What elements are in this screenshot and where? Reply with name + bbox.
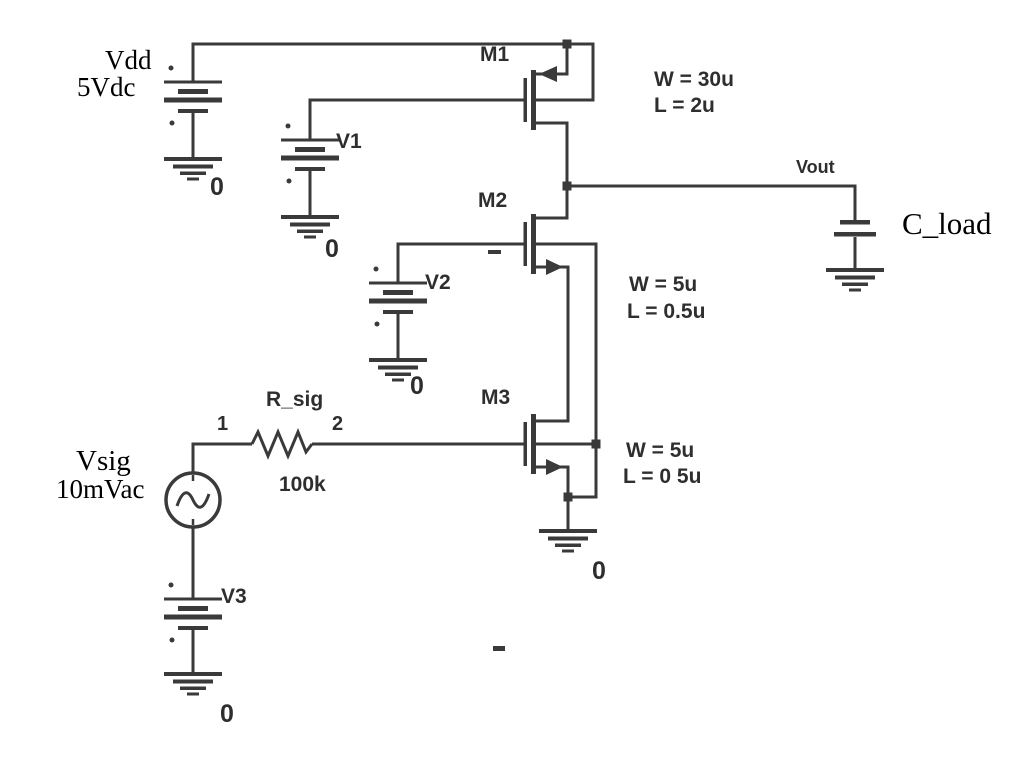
m3-nmos-arrow-icon xyxy=(546,459,563,475)
vdd-value-label: 5Vdc xyxy=(77,72,136,102)
v1-label: V1 xyxy=(336,130,362,153)
vdd-label: Vdd xyxy=(105,45,152,75)
wire-vdd-rail xyxy=(191,42,595,102)
cload-ground-icon xyxy=(826,268,884,292)
m3-label: M3 xyxy=(481,386,511,409)
v2-label: V2 xyxy=(425,271,451,294)
wire-v1-to-m1-gate xyxy=(308,98,524,140)
stray-dash-mark xyxy=(488,250,501,254)
cload-label: C_load xyxy=(902,206,992,241)
wire-m3-source xyxy=(536,465,570,529)
v3-label: V3 xyxy=(221,585,247,608)
m3-ground-icon xyxy=(539,529,597,553)
v2-ground-zero: 0 xyxy=(410,372,424,400)
junction-dot-m3-source xyxy=(563,492,573,502)
wire-vout xyxy=(567,184,857,222)
rsig-value-label: 100k xyxy=(279,473,326,496)
m2-width-label: W = 5u xyxy=(629,273,698,296)
sine-wave-icon xyxy=(175,491,211,509)
m3-width-label: W = 5u xyxy=(626,439,695,462)
wire-v2-to-m2-gate xyxy=(396,242,524,283)
wire-m1-drain-m2-drain xyxy=(536,121,569,220)
node-1-label: 1 xyxy=(217,413,229,435)
m3-channel-bar xyxy=(531,414,536,474)
m1-width-label: W = 30u xyxy=(654,68,734,91)
ac-source-icon xyxy=(164,471,222,529)
m2-gate-bar xyxy=(523,222,527,266)
m1-pmos-arrow-icon xyxy=(539,66,557,82)
pmos-m1-symbol xyxy=(523,66,557,130)
v3-ground-zero: 0 xyxy=(220,700,234,728)
m3-length-label: L = 0 5u xyxy=(623,465,702,488)
v1-ground-zero: 0 xyxy=(325,235,339,263)
wire-vsig-to-rsig xyxy=(191,442,252,473)
vsig-label: Vsig xyxy=(76,445,131,477)
stray-dash-mark xyxy=(493,646,505,651)
m2-length-label: L = 0.5u xyxy=(627,300,706,323)
v3-ground-icon xyxy=(164,672,222,696)
m2-nmos-arrow-icon xyxy=(546,259,563,275)
junction-dot-m3-bulk xyxy=(591,439,601,449)
m2-channel-bar xyxy=(531,214,536,274)
nmos-m2-symbol xyxy=(523,214,563,275)
m2-label: M2 xyxy=(478,189,508,212)
capacitor-icon xyxy=(834,220,876,237)
wire-m2-bulk xyxy=(536,242,598,499)
node-2-label: 2 xyxy=(332,413,344,435)
vdd-ground-zero: 0 xyxy=(210,173,224,201)
m1-gate-bar xyxy=(523,78,527,122)
nmos-m3-symbol xyxy=(523,414,563,475)
m1-label: M1 xyxy=(480,43,510,66)
vsig-value-label: 10mVac xyxy=(56,474,145,504)
m3-ground-zero: 0 xyxy=(592,557,606,585)
resistor-icon xyxy=(250,428,314,460)
m1-channel-bar xyxy=(531,70,536,130)
m3-gate-bar xyxy=(523,422,527,466)
wire-m2-source-m3-drain xyxy=(536,265,570,423)
junction-dot-vout xyxy=(562,181,572,191)
vout-label: Vout xyxy=(796,157,835,177)
junction-dot-vdd-rail xyxy=(562,39,572,49)
rsig-label: R_sig xyxy=(266,388,324,411)
m1-length-label: L = 2u xyxy=(654,94,715,117)
